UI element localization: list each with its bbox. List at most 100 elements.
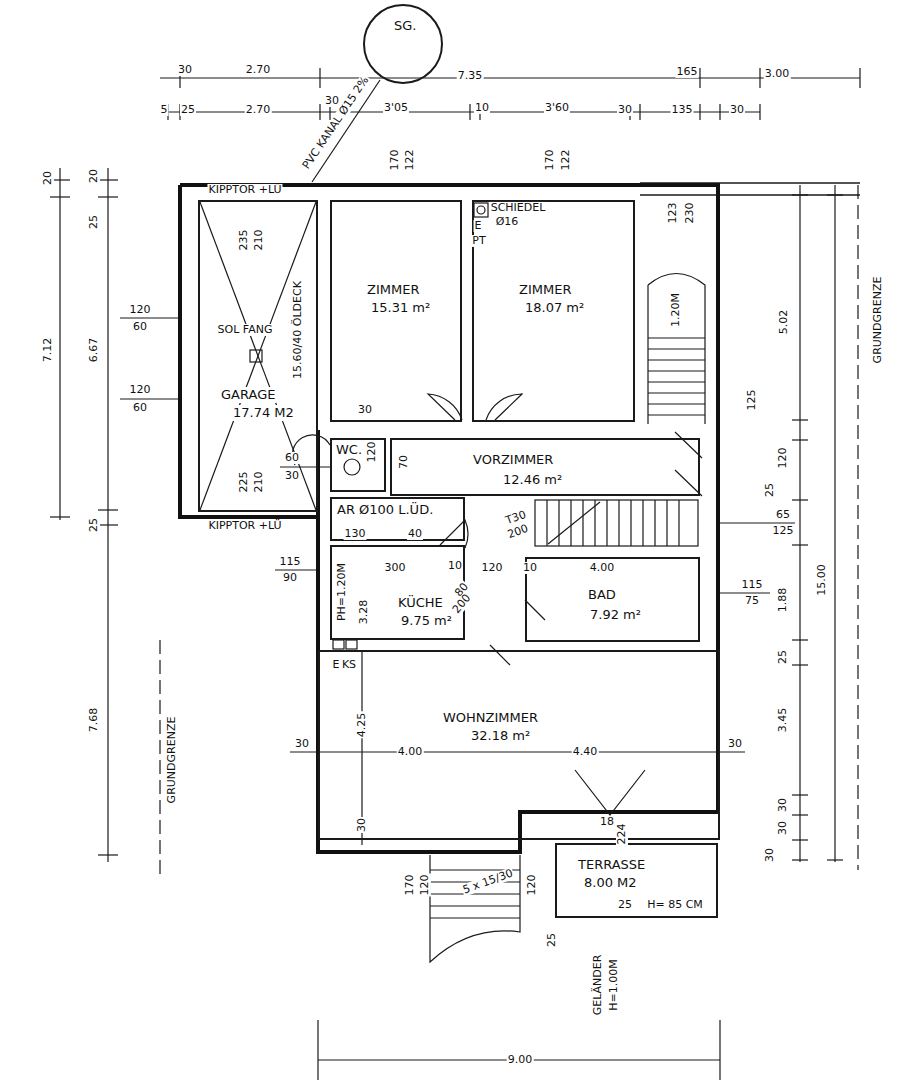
- dimension-label: 25: [546, 932, 558, 948]
- dimension-label: 200: [450, 591, 474, 616]
- dimension-label: 30: [727, 738, 743, 750]
- dimension-label: 130: [344, 528, 367, 540]
- room-box: ZIMMER 15.31 m²: [330, 200, 462, 422]
- dimension-label: 7.68: [88, 707, 100, 734]
- room-name: AR Ø100 L.ÜD.: [336, 502, 434, 518]
- plan-note: GELÄNDER: [592, 954, 604, 1017]
- room-name: VORZIMMER: [472, 452, 554, 468]
- dimension-label: 7.35: [457, 70, 484, 82]
- plan-note: H= 85 CM: [646, 899, 704, 911]
- room-area: 15.31 m²: [370, 300, 431, 316]
- plan-note: SOL FANG: [217, 324, 274, 336]
- dimension-label: 122: [560, 149, 572, 172]
- room-name: WC.: [335, 442, 363, 458]
- dimension-label: 30: [777, 797, 789, 813]
- dimension-label: 30: [284, 470, 300, 482]
- dimension-label: 115: [741, 579, 764, 591]
- outer-walls: [180, 185, 718, 852]
- dimension-label: 30: [324, 95, 340, 107]
- dimension-label: 9.00: [507, 1054, 534, 1066]
- dimension-label: 4.00: [589, 562, 616, 574]
- dimension-label: 120: [777, 447, 789, 470]
- room-area: 18.07 m²: [524, 300, 585, 316]
- dimension-label: 70: [398, 454, 410, 470]
- dimension-label: 170: [544, 149, 556, 172]
- dimension-label: 300: [384, 562, 407, 574]
- dimension-label: 4.00: [397, 746, 424, 758]
- dimension-label: 10: [447, 560, 463, 572]
- dimension-label: 60: [132, 402, 148, 414]
- dimension-label: 20: [88, 168, 100, 184]
- dimension-label: 123: [667, 202, 679, 225]
- dimension-label: 15.00: [816, 563, 828, 597]
- dimension-label: 65: [775, 509, 791, 521]
- room-name: SG.: [393, 18, 417, 34]
- dimension-label: 18: [599, 816, 615, 828]
- dimension-label: 10: [474, 102, 490, 114]
- dimension-label: 3.45: [777, 707, 789, 734]
- dimension-label: 20: [42, 170, 54, 186]
- dimension-label: 75: [744, 595, 760, 607]
- dimension-label: 210: [253, 471, 265, 494]
- room-area: 7.92 m²: [589, 607, 642, 623]
- dimension-label: 120: [481, 562, 504, 574]
- room-name: BAD: [587, 587, 617, 603]
- dimension-label: 4.25: [356, 712, 368, 739]
- room-area: 17.74 M2: [232, 405, 295, 421]
- dimension-label: 10: [522, 562, 538, 574]
- dimension-label: 60: [284, 452, 300, 464]
- dimension-label: 25: [764, 482, 776, 498]
- dimension-label: 120: [526, 874, 538, 897]
- dimension-label: 6.67: [88, 337, 100, 364]
- room-name: GARAGE: [220, 387, 276, 403]
- dimension-label: 30: [617, 104, 633, 116]
- dimension-label: 5: [160, 104, 169, 116]
- dimension-label: 1.88: [777, 587, 789, 614]
- dimension-label: 5.02: [778, 309, 790, 336]
- room-area: 9.75 m²: [400, 613, 453, 629]
- dimension-label: 25: [88, 517, 100, 533]
- dimension-label: 224: [616, 823, 628, 846]
- room-name: WOHNZIMMER: [442, 710, 539, 726]
- plan-note: GRUNDGRENZE: [166, 716, 178, 805]
- dimension-label: 4.40: [572, 746, 599, 758]
- dimension-label: 135: [671, 104, 694, 116]
- plan-note: PT: [471, 235, 486, 247]
- dimension-label: 210: [253, 229, 265, 252]
- plan-note: 15.60/40 ÖLDECK: [292, 280, 304, 380]
- plan-note: KS: [341, 659, 357, 671]
- dimension-label: 3'60: [544, 102, 570, 114]
- dimension-label: 165: [676, 66, 699, 78]
- dimension-label: 235: [238, 229, 250, 252]
- dimension-label: 30: [177, 64, 193, 76]
- room-name: ZIMMER: [518, 282, 572, 298]
- room-area: 12.46 m²: [502, 472, 563, 488]
- room-box: ZIMMER 18.07 m²: [472, 200, 635, 422]
- dimension-lines: [50, 68, 860, 1080]
- fixtures: [200, 202, 705, 962]
- dimension-label: 30: [777, 820, 789, 836]
- dimension-label: 230: [684, 202, 696, 225]
- room-name: KÜCHE: [397, 595, 444, 611]
- dimension-label: 125: [772, 525, 795, 537]
- plan-note: E: [474, 220, 483, 232]
- property-lines: [160, 183, 860, 880]
- room-name: TERRASSE: [577, 857, 646, 873]
- plan-note: KIPPTOR +LÜ: [207, 184, 282, 196]
- dimension-label: 120: [129, 304, 152, 316]
- dimension-label: 25: [617, 899, 633, 911]
- dimension-label: 40: [407, 528, 423, 540]
- dimension-label: 7.12: [42, 337, 54, 364]
- dimension-label: 170: [404, 874, 416, 897]
- dimension-label: 120: [419, 874, 431, 897]
- plan-note: E: [332, 659, 341, 671]
- dimension-label: 225: [238, 471, 250, 494]
- plan-note: 1.20M: [670, 292, 682, 328]
- dimension-label: 25: [180, 104, 196, 116]
- dimension-label: 125: [746, 389, 758, 412]
- dimension-label: 25: [88, 214, 100, 230]
- dimension-label: 30: [356, 817, 368, 833]
- kitchen-room: KÜCHE 9.75 m²: [330, 545, 465, 640]
- room-name: ZIMMER: [366, 282, 420, 298]
